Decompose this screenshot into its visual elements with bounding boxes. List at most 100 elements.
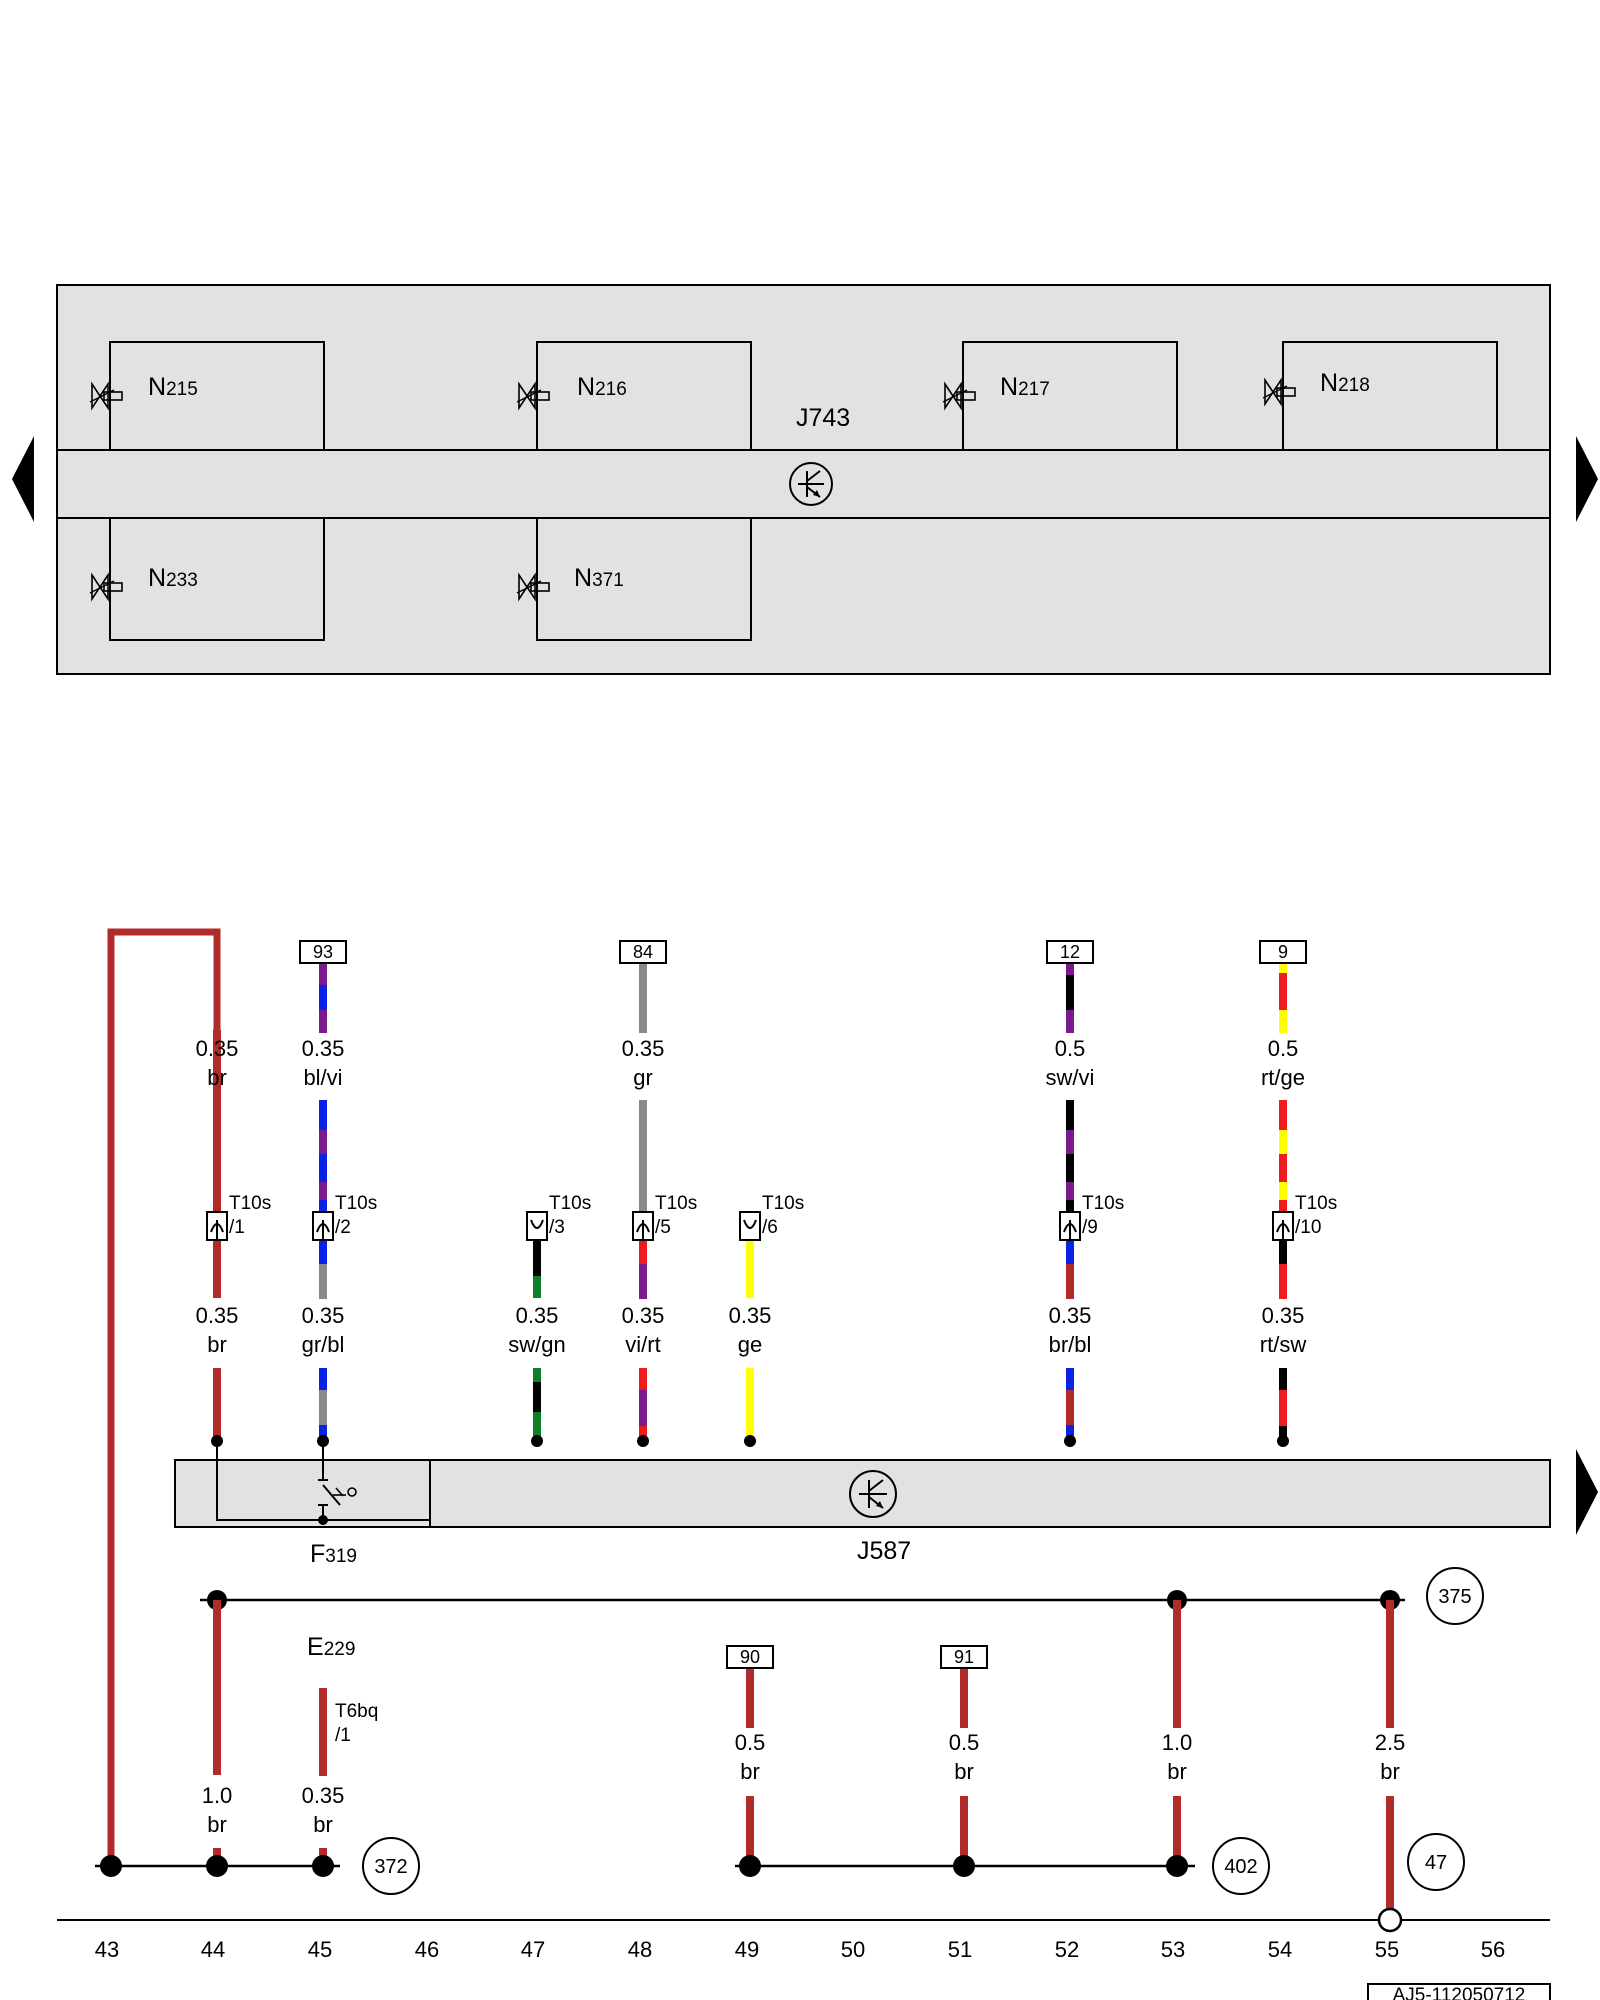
grid-number: 48 xyxy=(628,1937,652,1962)
svg-text:br: br xyxy=(954,1759,974,1784)
ref-box-84: 84 xyxy=(619,940,667,964)
grid-number: 46 xyxy=(415,1937,439,1962)
drawing-id-box: AJ5-112050712 xyxy=(1367,1983,1551,2000)
svg-text:gr/bl: gr/bl xyxy=(302,1332,345,1357)
svg-text:0.35: 0.35 xyxy=(622,1303,665,1328)
svg-text:90: 90 xyxy=(740,1647,760,1667)
connector-t10s-icon xyxy=(206,1211,228,1241)
connector-pin-label: /6 xyxy=(762,1217,778,1238)
wire-br xyxy=(213,1240,221,1298)
svg-text:0.35: 0.35 xyxy=(302,1036,345,1061)
connector-pin-label: /9 xyxy=(1082,1217,1098,1238)
wire-label: 0.35 gr/bl xyxy=(302,1303,345,1357)
component-label-e229: E229 xyxy=(307,1633,355,1661)
wire-sw-vi xyxy=(1066,963,1074,1228)
wire-br xyxy=(1386,1796,1394,1920)
junction-dot xyxy=(953,1855,975,1877)
ground-point-402: 402 xyxy=(1212,1837,1270,1895)
wire-label: 0.5 sw/vi xyxy=(1046,1036,1095,1090)
wire-br xyxy=(1386,1600,1394,1728)
valve-label-n217: N217 xyxy=(1000,373,1050,401)
control-unit-label-j587: J587 xyxy=(857,1537,911,1565)
grid-number: 51 xyxy=(948,1937,972,1962)
svg-text:0.5: 0.5 xyxy=(1055,1036,1086,1061)
wire-br xyxy=(319,1688,327,1776)
svg-text:0.35: 0.35 xyxy=(516,1303,559,1328)
svg-text:375: 375 xyxy=(1438,1586,1471,1608)
svg-text:0.35: 0.35 xyxy=(196,1303,239,1328)
solenoid-valve-icon xyxy=(89,572,123,602)
svg-text:2.5: 2.5 xyxy=(1375,1730,1406,1755)
svg-text:br/bl: br/bl xyxy=(1049,1332,1092,1357)
svg-text:47: 47 xyxy=(1425,1852,1447,1874)
svg-text:br: br xyxy=(207,1812,227,1837)
solenoid-valve-icon xyxy=(1262,377,1296,407)
wire-br xyxy=(213,1600,221,1775)
connector-pin-label: /3 xyxy=(549,1217,565,1238)
ref-box-93: 93 xyxy=(299,940,347,964)
connector-t10s-icon xyxy=(739,1211,761,1241)
svg-text:0.5: 0.5 xyxy=(1268,1036,1299,1061)
connector-label: T10s xyxy=(549,1193,591,1214)
ref-box-91: 91 xyxy=(940,1645,988,1669)
valve-box-n217 xyxy=(962,341,1178,451)
svg-text:0.5: 0.5 xyxy=(735,1730,766,1755)
svg-text:br: br xyxy=(313,1812,333,1837)
connector-pin-label: /1 xyxy=(335,1725,351,1746)
svg-text:402: 402 xyxy=(1224,1856,1257,1878)
wire-label: 0.35 vi/rt xyxy=(622,1303,665,1357)
svg-text:84: 84 xyxy=(633,942,653,962)
svg-text:0.35: 0.35 xyxy=(1049,1303,1092,1328)
solenoid-valve-icon xyxy=(516,572,550,602)
grid-numbers: 43 44 45 46 47 48 49 50 51 52 53 54 55 5… xyxy=(95,1937,1505,1962)
svg-text:1.0: 1.0 xyxy=(1162,1730,1193,1755)
connector-pin-label: /10 xyxy=(1295,1217,1321,1238)
grid-number: 54 xyxy=(1268,1937,1292,1962)
wire-rt-ge xyxy=(1279,963,1287,1228)
connector-label: T10s xyxy=(229,1193,271,1214)
svg-text:gr: gr xyxy=(633,1065,653,1090)
svg-text:372: 372 xyxy=(374,1856,407,1878)
connector-pin-label: /5 xyxy=(655,1217,671,1238)
grid-number: 45 xyxy=(308,1937,332,1962)
solenoid-valve-icon xyxy=(942,381,976,411)
connector-label-t6bq: T6bq xyxy=(335,1701,378,1722)
wire-label: 1.0br xyxy=(202,1783,233,1837)
continue-right-arrow-lower xyxy=(1576,1449,1598,1535)
junction-dot xyxy=(318,1515,328,1525)
connector-pin-label: /1 xyxy=(229,1217,245,1238)
grid-number: 56 xyxy=(1481,1937,1505,1962)
valve-box-n215 xyxy=(109,341,325,451)
j587-control-unit-icon xyxy=(849,1470,897,1518)
grid-number: 44 xyxy=(201,1937,225,1962)
svg-text:12: 12 xyxy=(1060,942,1080,962)
switch-label-f319: F319 xyxy=(310,1540,357,1568)
wire-rt-sw xyxy=(1279,1240,1287,1440)
svg-text:0.35: 0.35 xyxy=(302,1303,345,1328)
junction-dot xyxy=(100,1855,122,1877)
svg-text:0.35: 0.35 xyxy=(302,1783,345,1808)
junction-dot xyxy=(739,1855,761,1877)
svg-text:sw/vi: sw/vi xyxy=(1046,1065,1095,1090)
wire-br xyxy=(213,1104,221,1228)
wire-br xyxy=(746,1668,754,1728)
svg-text:br: br xyxy=(207,1332,227,1357)
wire-gr xyxy=(639,963,647,1228)
ground-point-375: 375 xyxy=(1426,1567,1484,1625)
grid-number: 49 xyxy=(735,1937,759,1962)
svg-text:br: br xyxy=(1167,1759,1187,1784)
connector-label: T10s xyxy=(655,1193,697,1214)
junction-dot xyxy=(1166,1855,1188,1877)
terminal-open-icon xyxy=(1377,1907,1403,1933)
wire-br xyxy=(960,1796,968,1866)
svg-text:vi/rt: vi/rt xyxy=(625,1332,660,1357)
ref-box-90: 90 xyxy=(726,1645,774,1669)
svg-text:0.35: 0.35 xyxy=(196,1036,239,1061)
valve-label-n215: N215 xyxy=(148,373,198,401)
grid-number: 53 xyxy=(1161,1937,1185,1962)
connector-label: T10s xyxy=(1082,1193,1124,1214)
